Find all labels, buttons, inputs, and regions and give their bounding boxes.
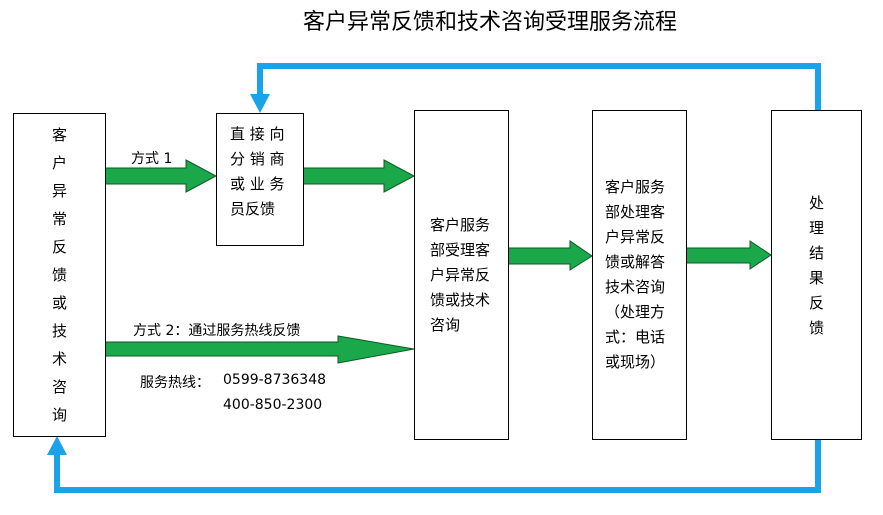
box-text: 常 — [51, 210, 67, 228]
box-text: 馈 — [808, 319, 824, 337]
box-text: 果 — [808, 269, 824, 287]
box-text: 客户服务 — [605, 178, 666, 196]
box-distributor-feedback: 直 接 向 分 销 商 或 业 务 员反馈 — [216, 113, 304, 246]
box-text: 或现场） — [605, 353, 666, 371]
box-text: 客户服务 — [430, 215, 491, 234]
arrow-accept-to-process — [507, 240, 593, 271]
box-service-accept: 客户服务 部受理客 户异常反 馈或技术 咨询 — [414, 110, 509, 440]
box-text: 式：电话 — [605, 328, 666, 346]
loop-bottom-line — [54, 439, 821, 493]
box-customer-feedback: 客 户 异 常 反 馈 或 技 术 咨 询 — [13, 113, 106, 437]
box-text: 户异常反 — [605, 228, 666, 246]
box-text: 结 — [808, 244, 824, 262]
box-text: 户 — [51, 154, 67, 172]
box-service-process: 客户服务 部处理客 户异常反 馈或解答 技术咨询 （处理方 式：电话 或现场） — [592, 110, 687, 440]
box-text: 分 销 商 — [230, 150, 285, 168]
box-text: 咨 — [51, 378, 67, 396]
box-text: 客 — [51, 126, 67, 144]
box-text: 咨询 — [430, 315, 461, 334]
box-text: 或 业 务 — [230, 175, 285, 193]
arrow-distributor-to-accept — [302, 159, 416, 193]
arrow-method2 — [104, 335, 415, 364]
box-result-feedback: 处 理 结 果 反 馈 — [771, 110, 862, 440]
diagram-title: 客户异常反馈和技术咨询受理服务流程 — [302, 10, 677, 35]
box-text: 术 — [51, 350, 67, 368]
box-text: （处理方 — [605, 303, 666, 321]
box-text: 馈 — [51, 266, 67, 284]
hotline-label: 服务热线： — [140, 375, 210, 391]
method2-label: 方式 2：通过服务热线反馈 — [133, 323, 301, 339]
box-text: 直 接 向 — [230, 125, 285, 143]
box-text: 理 — [808, 219, 824, 237]
box-text: 户异常反 — [430, 265, 491, 284]
box-text: 技术咨询 — [605, 278, 666, 296]
loop-bottom-arrowhead — [47, 436, 67, 455]
box-text: 或 — [51, 294, 67, 312]
box-text: 馈或解答 — [605, 253, 666, 271]
method1-label: 方式 1 — [131, 151, 173, 167]
arrow-process-to-result — [685, 240, 772, 270]
box-text: 部受理客 — [430, 240, 491, 259]
box-text: 反 — [808, 294, 824, 312]
box-text: 反 — [51, 238, 67, 256]
box-text: 技 — [51, 322, 67, 340]
loop-top-line — [257, 63, 821, 110]
hotline-number-2: 400-850-2300 — [223, 397, 323, 413]
hotline-number-1: 0599-8736348 — [223, 372, 327, 388]
arrow-method1 — [104, 159, 218, 193]
box-text: 员反馈 — [230, 200, 276, 218]
box-text: 部处理客 — [605, 203, 666, 221]
box-text: 馈或技术 — [430, 290, 491, 309]
box-text: 询 — [51, 406, 67, 424]
loop-top-arrowhead — [250, 94, 270, 113]
box-text: 异 — [51, 182, 67, 200]
box-text: 处 — [808, 194, 824, 212]
